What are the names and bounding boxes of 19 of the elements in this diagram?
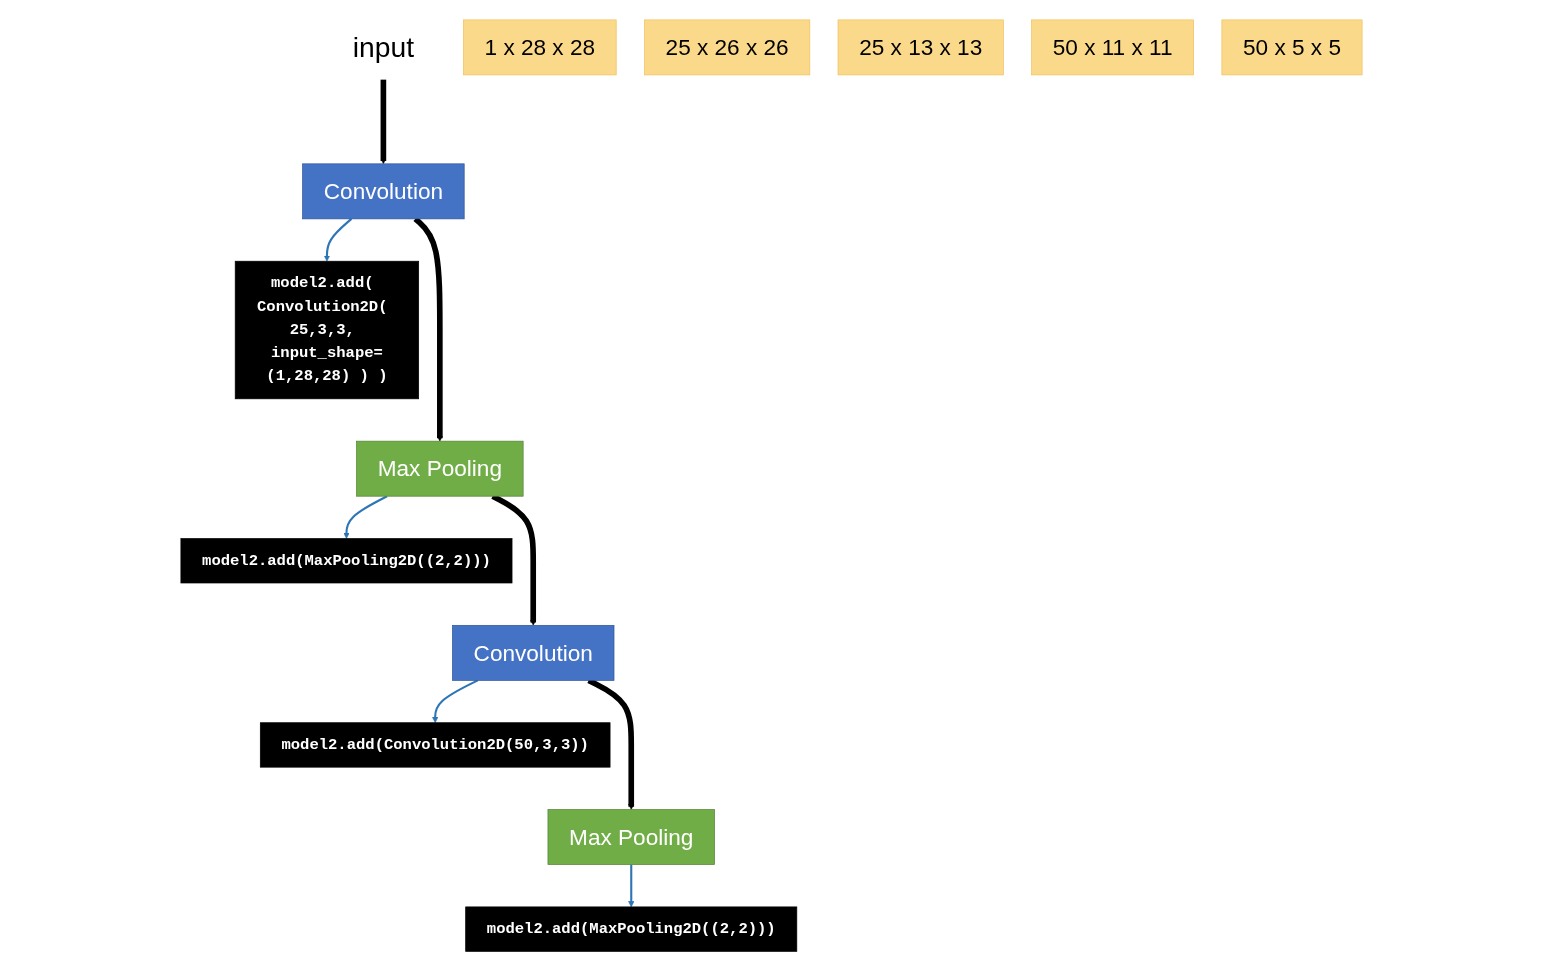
node-box: Convolution <box>302 163 465 220</box>
node-box: 1 x 28 x 28 <box>463 19 617 76</box>
node-text: input <box>352 31 414 63</box>
arrow <box>323 218 353 262</box>
node-box: 50 x 5 x 5 <box>1221 19 1363 76</box>
node-box: model2.add(Convolution2D(50,3,3)) <box>259 722 611 768</box>
node-box: Max Pooling <box>547 809 715 865</box>
node-box: model2.add(MaxPooling2D((2,2))) <box>180 538 513 584</box>
arrow <box>432 679 479 723</box>
node-box: 25 x 26 x 26 <box>644 19 811 76</box>
arrow <box>380 79 387 165</box>
node-box: 50 x 11 x 11 <box>1031 19 1194 76</box>
node-box: 25 x 13 x 13 <box>837 19 1004 76</box>
node-box: Max Pooling <box>356 440 524 497</box>
arrow <box>343 495 388 539</box>
node-box: Convolution <box>452 625 615 681</box>
node-box: model2.add(MaxPooling2D((2,2))) <box>465 906 798 952</box>
arrow <box>628 864 635 908</box>
node-box: model2.add( Convolution2D( 25,3,3, input_shape=(1,28,28) ) ) <box>234 260 420 400</box>
